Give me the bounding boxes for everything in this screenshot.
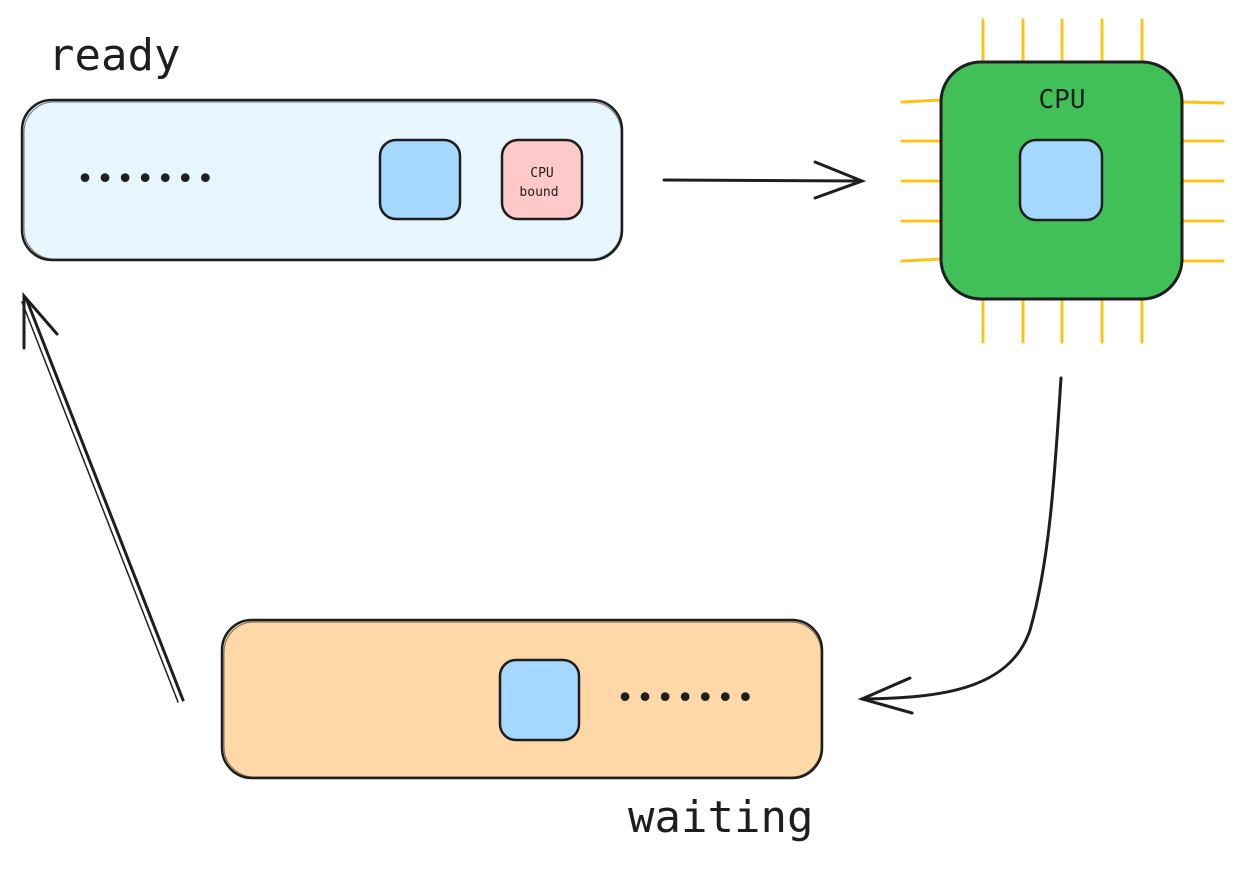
waiting-queue: ••••••• [220, 618, 824, 780]
cpu-pins [900, 18, 1225, 344]
ready-queue: ••••••• CPU bound [20, 98, 624, 262]
ready-process-block [378, 138, 462, 221]
arrow-waiting-to-ready [21, 291, 185, 703]
ready-queue-dots: ••••••• [76, 162, 216, 197]
cpu-bound-label-line2: bound [519, 185, 558, 200]
cpu-label: CPU [1039, 85, 1086, 115]
cpu-bound-process: CPU bound [500, 138, 584, 221]
waiting-queue-dots: ••••••• [616, 681, 756, 716]
cpu-bound-block [500, 138, 584, 221]
cpu-chip: CPU [900, 18, 1225, 344]
running-process-block [1018, 138, 1104, 222]
arrow-ready-to-cpu [662, 160, 867, 200]
cpu-bound-label-line1: CPU [530, 166, 553, 181]
waiting-label: waiting [628, 792, 813, 843]
arrow-cpu-to-waiting [857, 376, 1063, 715]
ready-queue-box [20, 98, 624, 262]
waiting-process-block [498, 658, 581, 742]
ready-label: ready [48, 30, 180, 81]
